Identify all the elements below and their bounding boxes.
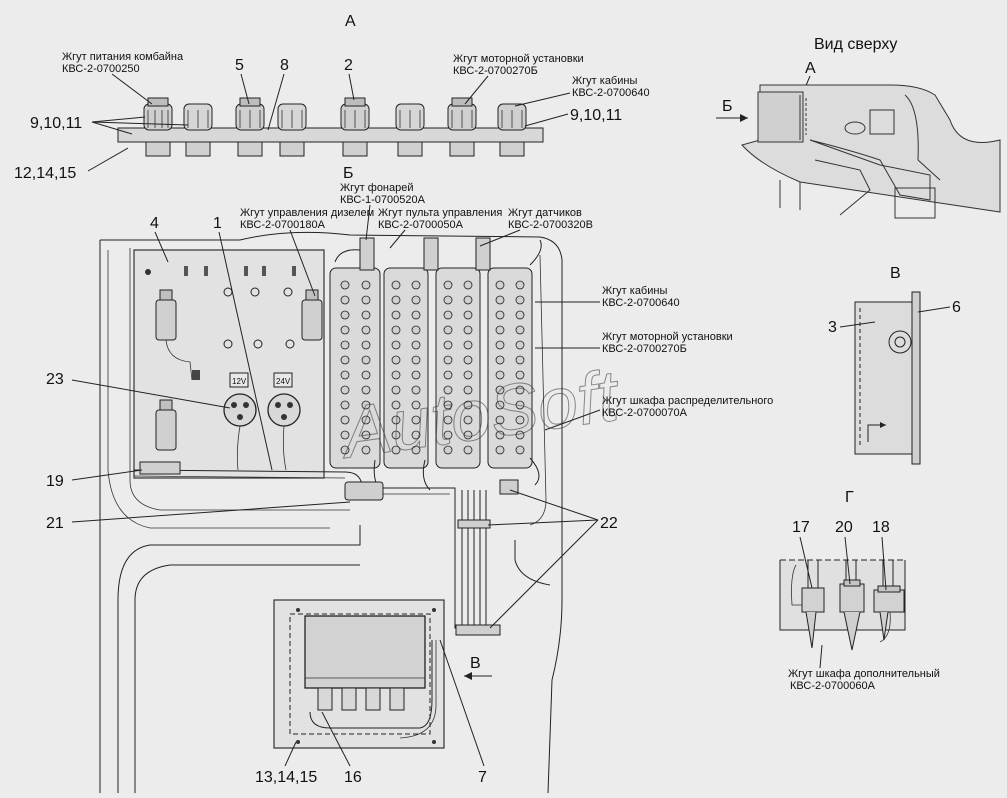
panel-outline [99, 231, 563, 794]
harness-fonarei-code: КВС-1-0700520А [340, 194, 426, 206]
position-13-14-15: 13,14,15 [255, 769, 317, 786]
position-22: 22 [600, 515, 618, 532]
harness-motor-a-name: Жгут моторной установки [453, 53, 584, 65]
arrow-icon [464, 672, 472, 680]
connector-18 [873, 560, 905, 643]
label-12v-box [229, 372, 249, 388]
top-view: Вид сверху А Б [716, 36, 1001, 219]
connector [183, 103, 213, 157]
position-23: 23 [46, 371, 64, 388]
connector [143, 97, 173, 157]
position-18: 18 [872, 519, 890, 536]
position-17: 17 [792, 519, 810, 536]
socket [223, 393, 257, 471]
connector-17 [791, 560, 825, 649]
clamp [344, 481, 384, 501]
view-b: Б [46, 165, 773, 794]
leader-line [348, 73, 355, 101]
label-12v: 12V [232, 377, 247, 386]
label-24v: 24V [276, 377, 291, 386]
position-2: 2 [344, 57, 353, 74]
leader-line [111, 73, 153, 105]
harness-shkaf-raspr-code: КВС-2-0700070А [602, 407, 688, 419]
position-20: 20 [835, 519, 853, 536]
box-side-view [854, 301, 916, 455]
view-a: А [14, 13, 650, 182]
position-1: 1 [213, 215, 222, 232]
position-3: 3 [828, 319, 837, 336]
position-6: 6 [952, 299, 961, 316]
view-v-title: В [890, 265, 901, 282]
position-21: 21 [46, 515, 64, 532]
plate-slots [184, 266, 296, 276]
arrow-v-label: В [470, 655, 481, 672]
harness-pult-code: КВС-2-0700050А [378, 219, 464, 231]
connector [277, 103, 307, 157]
harness-shkaf-raspr-name: Жгут шкафа распределительного [602, 395, 773, 407]
socket [267, 393, 301, 471]
harness-dizel-name: Жгут управления дизелем [240, 207, 374, 219]
harness-datchikov-name: Жгут датчиков [508, 207, 582, 219]
harness-dizel-code: КВС-2-0700180А [240, 219, 326, 231]
position-19: 19 [46, 473, 64, 490]
position-16: 16 [344, 769, 362, 786]
harness-motor-b-name: Жгут моторной установки [602, 331, 733, 343]
cabin-outline [741, 84, 1001, 213]
relay [155, 399, 177, 451]
harness-shkaf-dop-code: КВС-2-0700060А [790, 680, 876, 692]
harness-kabina-b-code: КВС-2-0700640 [602, 297, 680, 309]
harness-kabina-a-code: КВС-2-0700640 [572, 87, 650, 99]
position-9-10-11-left: 9,10,11 [30, 115, 82, 132]
relay [301, 289, 323, 341]
position-7: 7 [478, 769, 487, 786]
view-g: Г 17 20 18 Жгут шкафа дополнительный [779, 489, 940, 692]
harness-kombain-code: КВС-2-0700250 [62, 63, 140, 75]
view-v: В 3 6 [828, 265, 961, 465]
connector-20 [839, 560, 865, 651]
lower-box [273, 599, 445, 749]
connector [497, 103, 527, 157]
position-12-14-15: 12,14,15 [14, 165, 76, 182]
leader-line [267, 73, 285, 131]
label-24v-box [273, 372, 293, 388]
terminal-blocks [329, 237, 542, 491]
position-8: 8 [280, 57, 289, 74]
connector [235, 97, 265, 157]
harness-bundle [344, 479, 519, 636]
position-9-10-11-right: 9,10,11 [570, 107, 622, 124]
harness-fonarei-name: Жгут фонарей [340, 182, 414, 194]
position-4: 4 [150, 215, 159, 232]
connector [447, 97, 477, 157]
position-5: 5 [235, 57, 244, 74]
harness-shkaf-dop-name: Жгут шкафа дополнительный [788, 668, 940, 680]
connector-row [143, 97, 527, 157]
connector [395, 103, 425, 157]
view-g-title: Г [845, 489, 854, 506]
harness-pult-name: Жгут пульта управления [378, 207, 502, 219]
relay [155, 289, 193, 381]
leader-line [240, 73, 250, 105]
harness-motor-b-code: КВС-2-0700270Б [602, 343, 687, 355]
harness-motor-a-code: КВС-2-0700270Б [453, 65, 538, 77]
connector-rail [117, 127, 544, 143]
harness-kombain-name: Жгут питания комбайна [62, 51, 184, 63]
arrow-icon [740, 114, 748, 122]
top-view-title: Вид сверху [814, 36, 897, 53]
top-view-arrow-label: Б [722, 98, 733, 115]
view-b-title: Б [343, 165, 354, 182]
harness-kabina-b-name: Жгут кабины [602, 285, 667, 297]
leader-line [464, 75, 489, 105]
leader-line [514, 92, 571, 107]
top-view-marker-a: А [805, 60, 816, 77]
view-a-title: А [345, 13, 356, 30]
harness-kabina-a-name: Жгут кабины [572, 75, 637, 87]
harness-datchikov-code: КВС-2-0700320В [508, 219, 593, 231]
connector [340, 97, 370, 157]
